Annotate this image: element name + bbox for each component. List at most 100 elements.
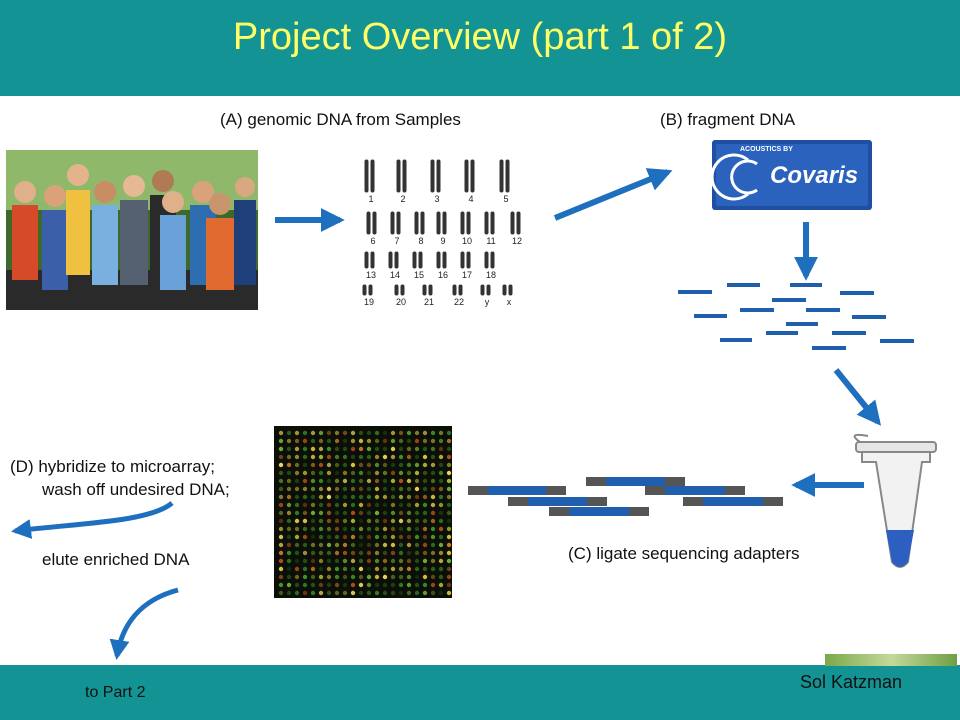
array-spot [342, 446, 348, 452]
array-spot [422, 502, 428, 508]
array-spot [358, 470, 364, 476]
author-photo-thumbnail [825, 654, 957, 666]
array-spot [358, 510, 364, 516]
karyotype-label: 11 [486, 236, 496, 246]
array-spot [422, 486, 428, 492]
array-spot [358, 446, 364, 452]
array-spot [318, 518, 324, 524]
array-spot [374, 462, 380, 468]
array-spot [430, 494, 436, 500]
array-spot [422, 542, 428, 548]
karyotype-label: 20 [395, 297, 406, 307]
array-spot [294, 430, 300, 436]
array-spot [406, 518, 412, 524]
array-spot [278, 510, 284, 516]
array-spot [310, 510, 316, 516]
step-d-label-3: elute enriched DNA [42, 550, 190, 569]
array-spot [446, 534, 452, 540]
array-spot [358, 462, 364, 468]
array-spot [446, 566, 452, 572]
array-spot [414, 502, 420, 508]
array-spot [326, 438, 332, 444]
array-spot [326, 446, 332, 452]
karyotype-label: 2 [400, 194, 406, 204]
array-spot [334, 518, 340, 524]
array-spot [414, 486, 420, 492]
array-spot [366, 550, 372, 556]
array-spot [310, 446, 316, 452]
array-spot [414, 558, 420, 564]
array-spot [278, 446, 284, 452]
array-spot [286, 502, 292, 508]
array-spot [366, 566, 372, 572]
author-name: Sol Katzman [800, 672, 903, 692]
array-spot [318, 590, 324, 596]
array-spot [382, 558, 388, 564]
chromosome [394, 251, 399, 269]
header-band [0, 0, 960, 96]
array-spot [406, 478, 412, 484]
array-spot [278, 558, 284, 564]
array-spot [366, 534, 372, 540]
array-spot [422, 590, 428, 596]
array-spot [310, 542, 316, 548]
array-spot [430, 534, 436, 540]
array-spot [302, 550, 308, 556]
array-spot [286, 446, 292, 452]
array-spot [374, 478, 380, 484]
adapter-ligated-fragments [468, 477, 783, 516]
array-spot [366, 518, 372, 524]
array-spot [350, 510, 356, 516]
array-spot [334, 542, 340, 548]
array-spot [374, 534, 380, 540]
footer-band [0, 665, 960, 720]
array-spot [430, 510, 436, 516]
chromosome [470, 159, 475, 193]
array-spot [310, 582, 316, 588]
array-spot [342, 566, 348, 572]
array-spot [438, 582, 444, 588]
array-spot [422, 478, 428, 484]
array-spot [366, 590, 372, 596]
chromosome [428, 284, 433, 296]
array-spot [318, 534, 324, 540]
array-spot [294, 574, 300, 580]
array-spot [382, 582, 388, 588]
array-spot [422, 454, 428, 460]
array-spot [438, 550, 444, 556]
array-spot [286, 566, 292, 572]
array-spot [398, 446, 404, 452]
array-spot [358, 494, 364, 500]
array-spot [334, 470, 340, 476]
chromosome [368, 284, 373, 296]
karyotype-label: 10 [461, 236, 472, 246]
arrow-karyotype-to-covaris [553, 168, 673, 221]
array-spot [374, 470, 380, 476]
array-spot [310, 454, 316, 460]
array-spot [358, 438, 364, 444]
array-spot [302, 590, 308, 596]
array-spot [286, 558, 292, 564]
array-spot [286, 526, 292, 532]
array-spot [326, 478, 332, 484]
array-spot [446, 454, 452, 460]
array-spot [374, 518, 380, 524]
array-spot [278, 486, 284, 492]
array-spot [422, 494, 428, 500]
array-spot [438, 454, 444, 460]
step-d-label-1: (D) hybridize to microarray; [10, 457, 215, 476]
array-spot [326, 430, 332, 436]
chromosome [362, 284, 367, 296]
array-spot [278, 494, 284, 500]
array-spot [374, 566, 380, 572]
array-spot [398, 558, 404, 564]
array-spot [390, 518, 396, 524]
array-spot [302, 462, 308, 468]
array-spot [390, 542, 396, 548]
array-spot [398, 430, 404, 436]
array-spot [342, 454, 348, 460]
array-spot [302, 510, 308, 516]
step-a-label: (A) genomic DNA from Samples [220, 110, 461, 129]
array-spot [366, 582, 372, 588]
array-spot [382, 566, 388, 572]
